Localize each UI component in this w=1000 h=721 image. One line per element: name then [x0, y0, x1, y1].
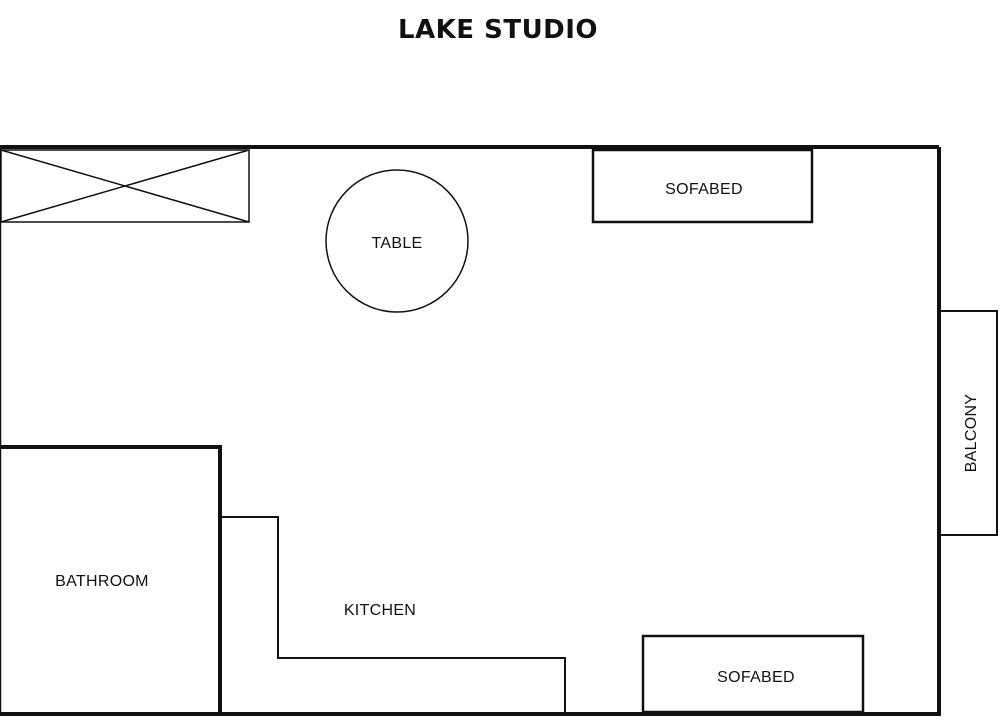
table-label: TABLE	[372, 235, 423, 252]
plan-title: LAKE STUDIO	[398, 15, 598, 45]
bathroom-label: BATHROOM	[55, 573, 149, 590]
balcony: BALCONY	[939, 310, 998, 536]
kitchen-label: KITCHEN	[344, 602, 416, 619]
kitchen-counter: KITCHEN	[220, 516, 566, 714]
sofabed-top-label: SOFABED	[665, 181, 743, 198]
storage-box	[0, 149, 250, 223]
balcony-label: BALCONY	[963, 394, 980, 473]
outer-walls	[0, 145, 941, 716]
sofabed-top: SOFABED	[591, 148, 814, 224]
sofabed-bottom: SOFABED	[641, 634, 865, 714]
table: TABLE	[325, 169, 469, 313]
sofabed-bottom-label: SOFABED	[717, 669, 795, 686]
bathroom: BATHROOM	[0, 445, 222, 714]
